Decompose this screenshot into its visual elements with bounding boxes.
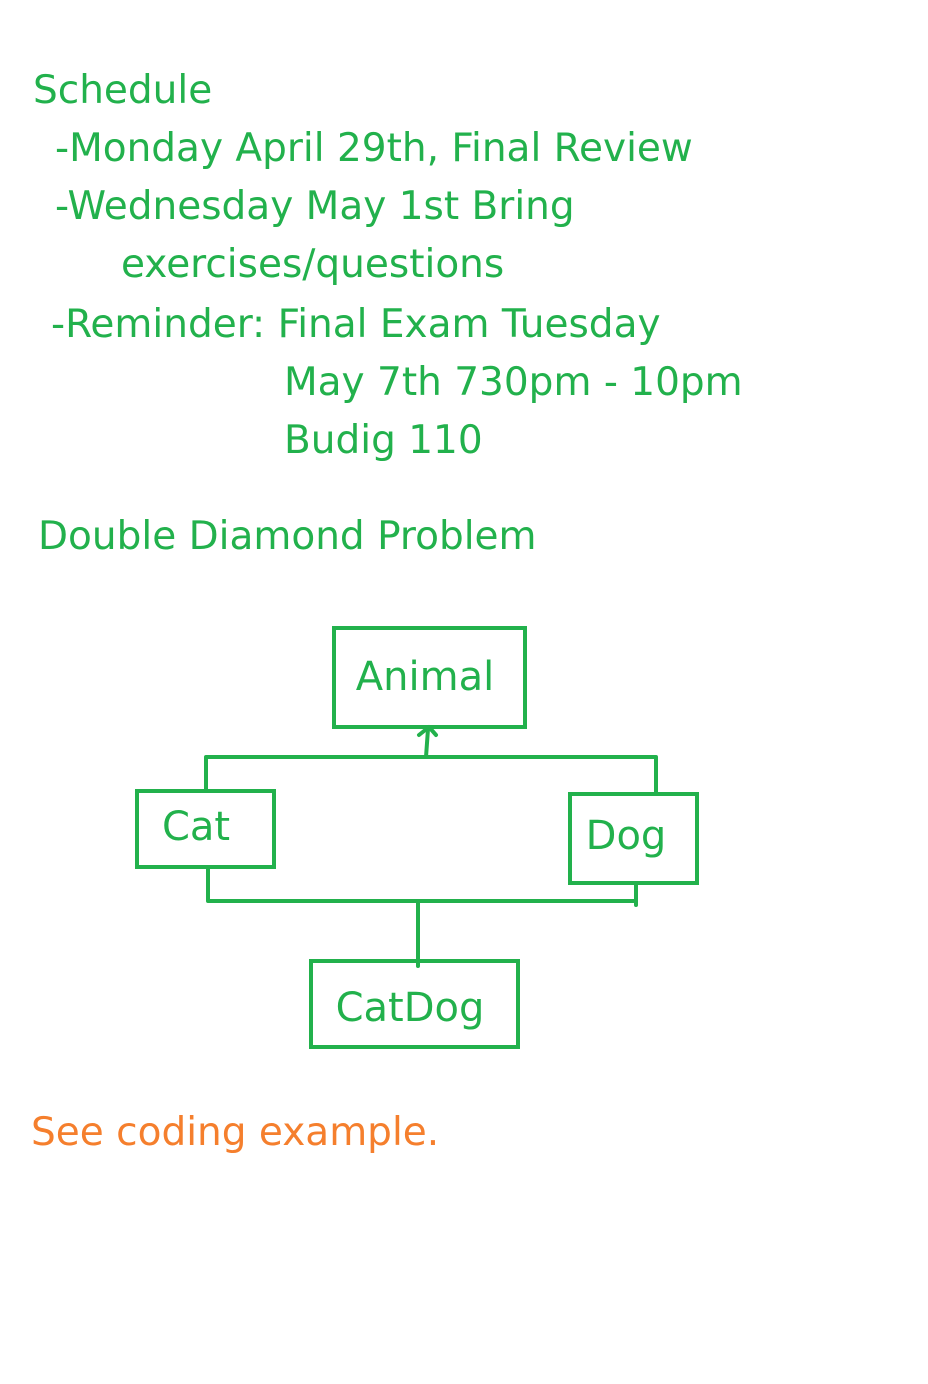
- dog-label: Dog: [586, 813, 667, 859]
- schedule-item-wednesday-line2: exercises/questions: [121, 242, 505, 287]
- cat-label: Cat: [162, 804, 230, 850]
- schedule-heading: Schedule: [33, 68, 213, 113]
- problem-heading: Double Diamond Problem: [38, 514, 537, 559]
- wire-dog-to-animal: [424, 755, 658, 794]
- schedule-item-reminder-line3: Budig 110: [284, 418, 483, 463]
- cat-box: [135, 789, 276, 869]
- wire-trunk-to-animal: [424, 727, 430, 759]
- animal-box: [332, 626, 527, 729]
- schedule-item-reminder-line2: May 7th 730pm - 10pm: [284, 360, 743, 405]
- wire-dog-to-catdog: [416, 882, 638, 907]
- schedule-item-wednesday-line1: -Wednesday May 1st Bring: [55, 184, 575, 229]
- dog-box: [568, 792, 699, 885]
- schedule-item-reminder-line1: -Reminder: Final Exam Tuesday: [51, 302, 661, 347]
- catdog-box: [309, 959, 520, 1049]
- wire-cat-to-animal: [204, 755, 428, 792]
- wire-cat-to-catdog: [206, 866, 420, 903]
- catdog-label: CatDog: [336, 985, 485, 1031]
- animal-label: Animal: [356, 654, 494, 700]
- schedule-item-monday: -Monday April 29th, Final Review: [55, 126, 693, 171]
- coding-example-note: See coding example.: [31, 1110, 440, 1155]
